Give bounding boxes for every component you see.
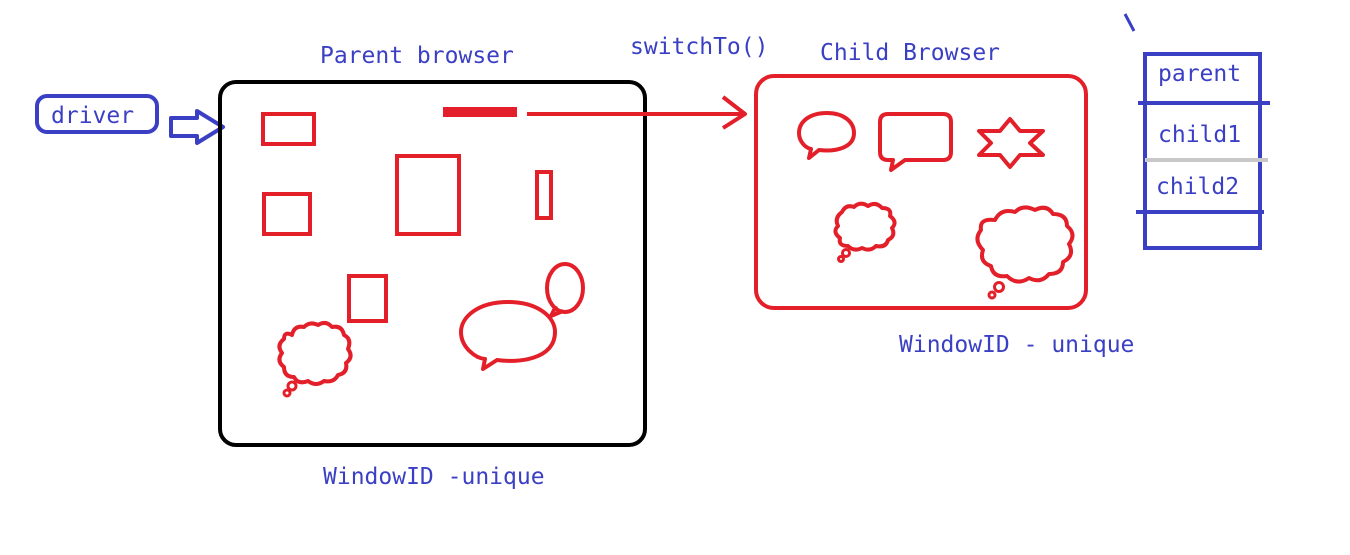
stack-item-child2: child2 <box>1156 174 1240 200</box>
child-star <box>977 117 1045 169</box>
parent-window-id-label: WindowID -unique <box>323 464 545 490</box>
switch-to-label: switchTo() <box>630 34 769 60</box>
stack-tick-mark <box>1123 13 1136 32</box>
driver-box: driver <box>35 94 159 134</box>
parent-link-bar <box>443 107 517 117</box>
child-thought-dot-2 <box>837 255 845 263</box>
parent-balloon <box>545 262 585 314</box>
stack-item-parent: parent <box>1158 61 1242 87</box>
child-speech-bubble-1 <box>797 111 856 160</box>
child-browser-label: Child Browser <box>820 40 1001 66</box>
parent-thought-cloud <box>277 320 353 386</box>
child-window-id-label: WindowID - unique <box>899 332 1135 358</box>
child-thought-dot-1 <box>841 248 851 258</box>
parent-element-4 <box>535 170 553 220</box>
parent-browser-label: Parent browser <box>320 43 514 69</box>
window-stack-frame <box>1143 52 1262 250</box>
switch-arrow-head <box>721 95 747 130</box>
stack-item-child1: child1 <box>1158 122 1242 148</box>
parent-browser-frame <box>218 80 647 447</box>
driver-label: driver <box>51 103 135 129</box>
parent-element-2 <box>262 192 312 236</box>
child-speech-bubble-2 <box>878 112 953 172</box>
parent-thought-dot-2 <box>282 388 292 398</box>
parent-balloon-tail <box>549 305 564 318</box>
child-thought-dot-4 <box>987 290 997 300</box>
driver-arrow <box>169 109 225 145</box>
child-thought-dot-3 <box>993 281 1005 293</box>
child-browser-frame <box>754 74 1088 310</box>
child-thought-cloud-2 <box>975 205 1075 284</box>
parent-element-1 <box>261 112 316 146</box>
child-thought-cloud-1 <box>833 201 897 252</box>
parent-element-5 <box>347 274 388 323</box>
parent-speech-bubble <box>459 300 557 371</box>
parent-element-3 <box>395 154 461 236</box>
parent-thought-dot-1 <box>286 380 298 392</box>
